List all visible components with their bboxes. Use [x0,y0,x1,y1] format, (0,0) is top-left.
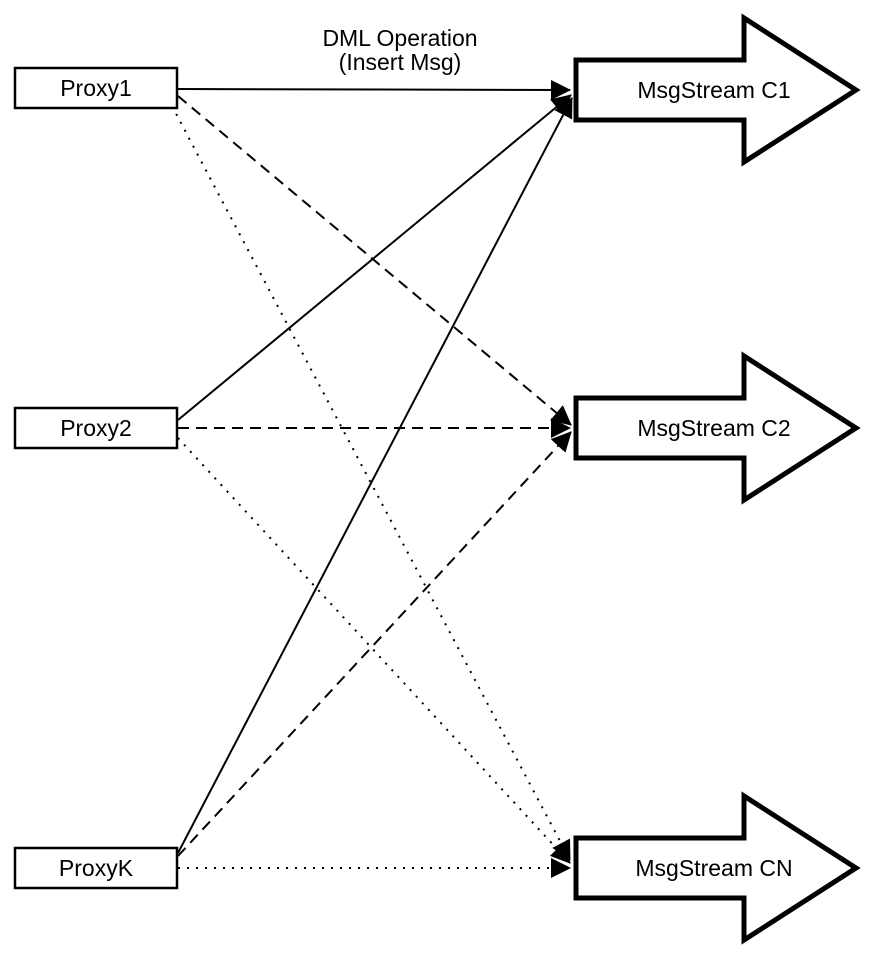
annotation-dml-operation-line1: DML Operation [322,25,477,51]
node-box-proxy1 [13,66,179,110]
node-box-proxyk [13,846,179,890]
node-label-proxy2: Proxy2 [60,415,132,441]
node-label-proxyk: ProxyK [59,855,134,881]
stream-label-msgstream-c2: MsgStream C2 [637,415,790,441]
annotation-dml-operation-line2: (Insert Msg) [339,49,462,75]
stream-label-msgstream-cn: MsgStream CN [635,855,792,881]
edge-proxy2-to-c1-solid [177,94,572,421]
edge-proxyk-to-c2-dashed [177,431,572,857]
block-arrow-msgstream-c1 [573,13,861,167]
stream-label-msgstream-c1: MsgStream C1 [637,77,790,103]
edge-proxyk-to-c1-solid [177,97,573,854]
node-label-proxy1: Proxy1 [60,75,132,101]
edge-proxy1-to-c1-solid [177,79,571,100]
edge-proxy1-to-c2-dashed [177,95,572,426]
block-arrow-msgstream-c2 [573,351,861,505]
block-arrow-msgstream-cn [573,791,861,945]
node-box-proxy2 [13,406,179,450]
edge-proxy2-to-cn-dotted [177,437,571,864]
